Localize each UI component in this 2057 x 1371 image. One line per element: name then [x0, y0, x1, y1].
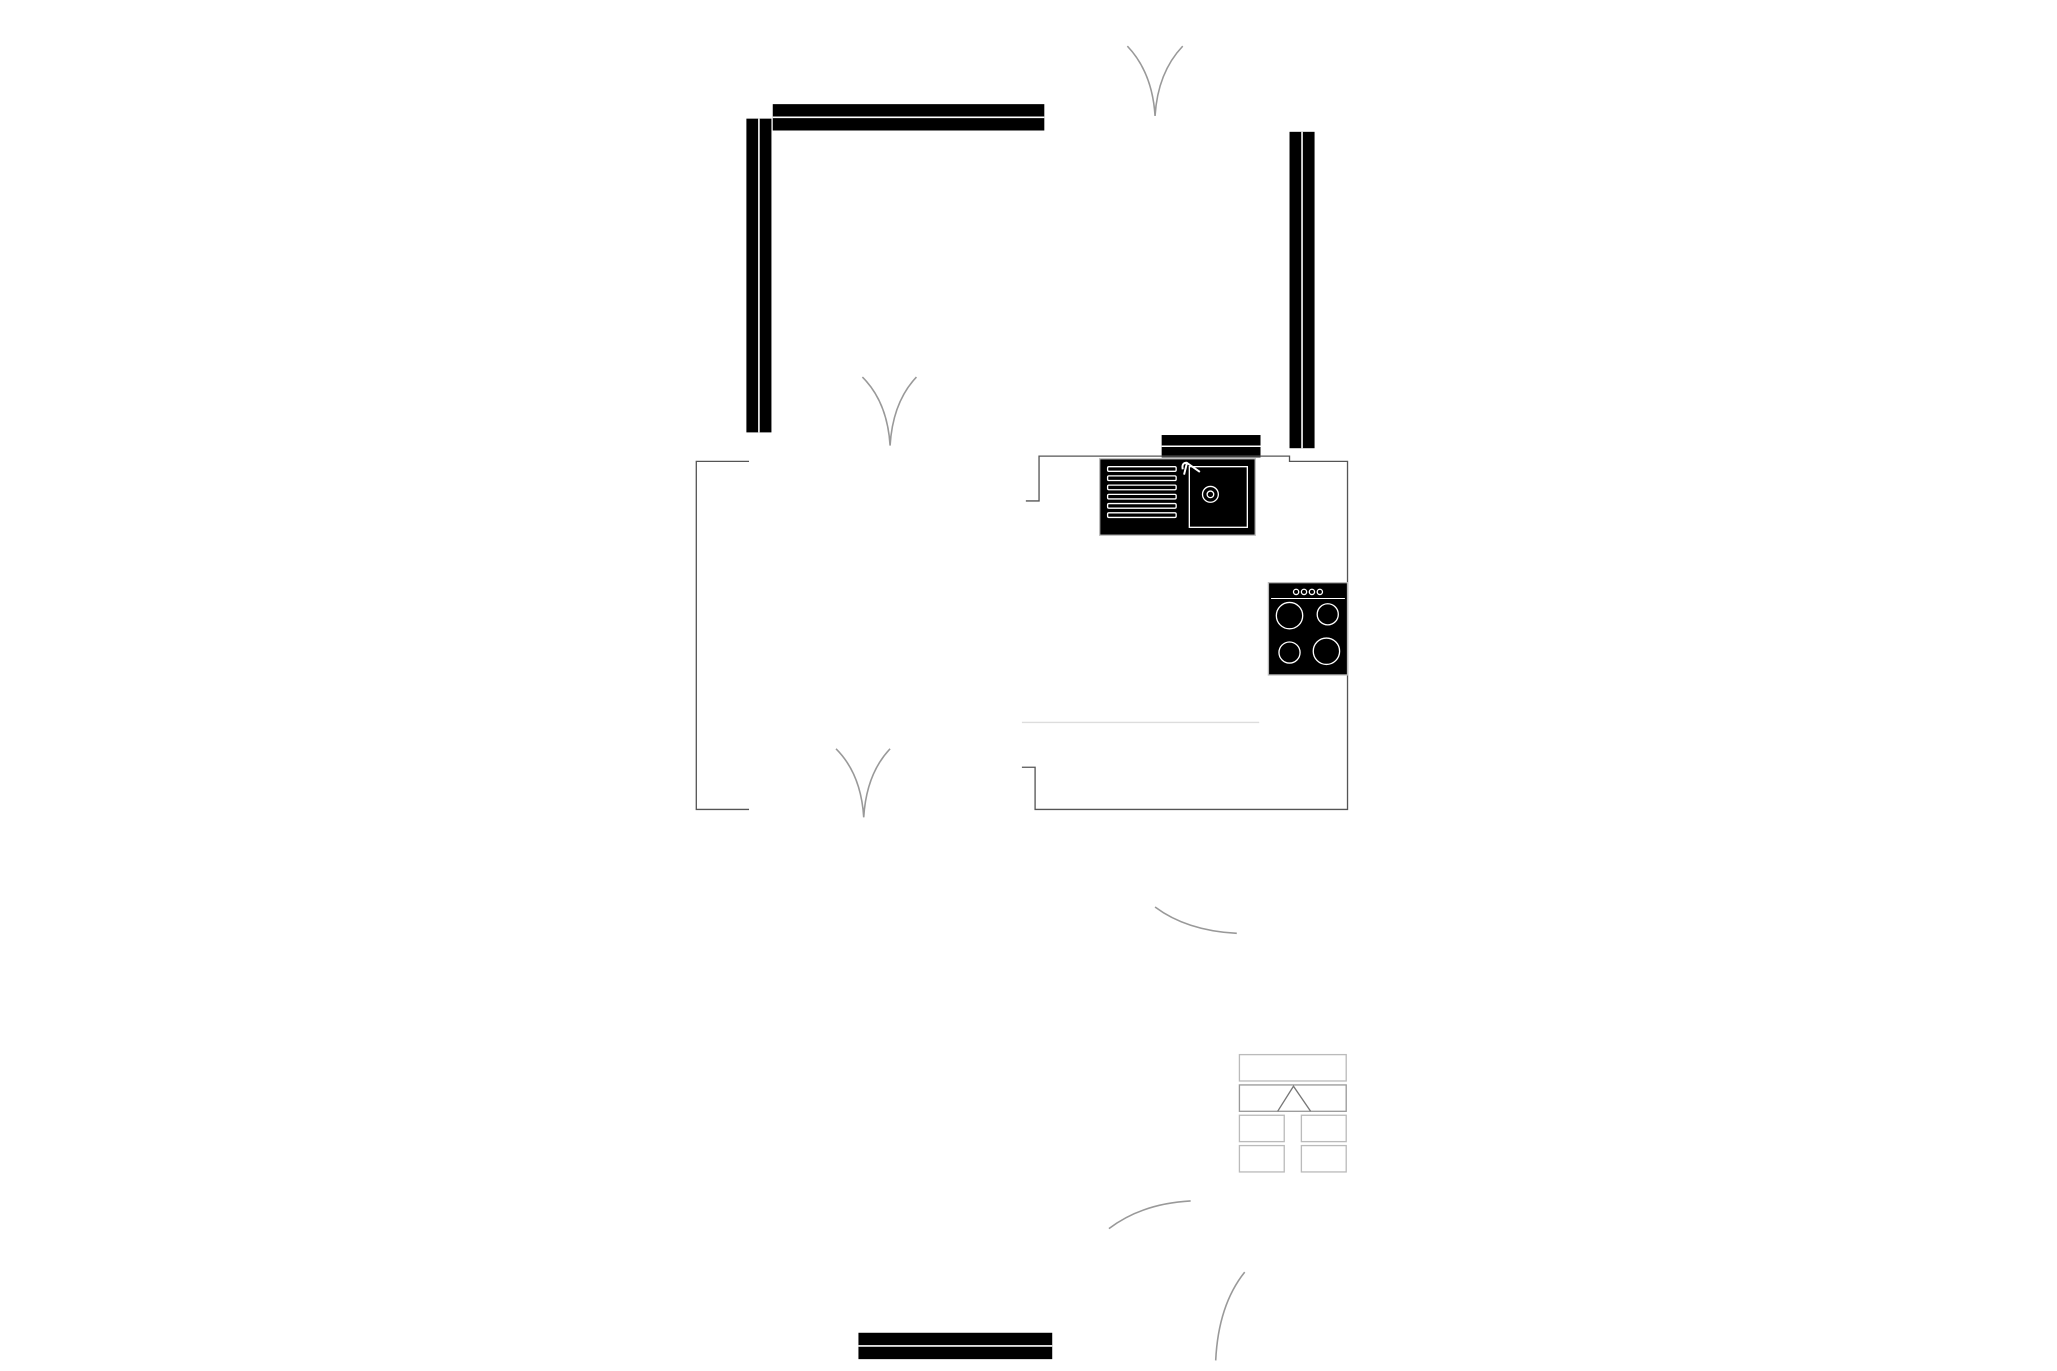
door-swings: [835, 45, 1246, 1361]
door-swing-left-lower: [835, 748, 891, 818]
door-swing-bottom: [1214, 1271, 1246, 1361]
wall-right: [1289, 131, 1315, 449]
door-swing-top: [1126, 45, 1184, 117]
walls: [746, 104, 1315, 1360]
kitchen-outline: [1021, 455, 1349, 811]
stair-direction-arrow-icon: [1277, 1085, 1312, 1112]
wall-top: [772, 104, 1045, 131]
door-swing-hall: [1154, 906, 1237, 935]
wall-kitchen-segment: [1161, 435, 1261, 458]
room-outlines: [695, 455, 1349, 811]
wall-bottom: [858, 1332, 1053, 1360]
kitchen-sink-icon: [1099, 458, 1256, 536]
cooktop-icon: [1267, 582, 1349, 676]
left-room-outline: [695, 460, 750, 811]
wall-left: [746, 118, 772, 433]
staircase-icon: [1238, 1053, 1347, 1173]
door-swing-left-upper: [861, 376, 918, 446]
door-swing-entry: [1108, 1200, 1191, 1230]
